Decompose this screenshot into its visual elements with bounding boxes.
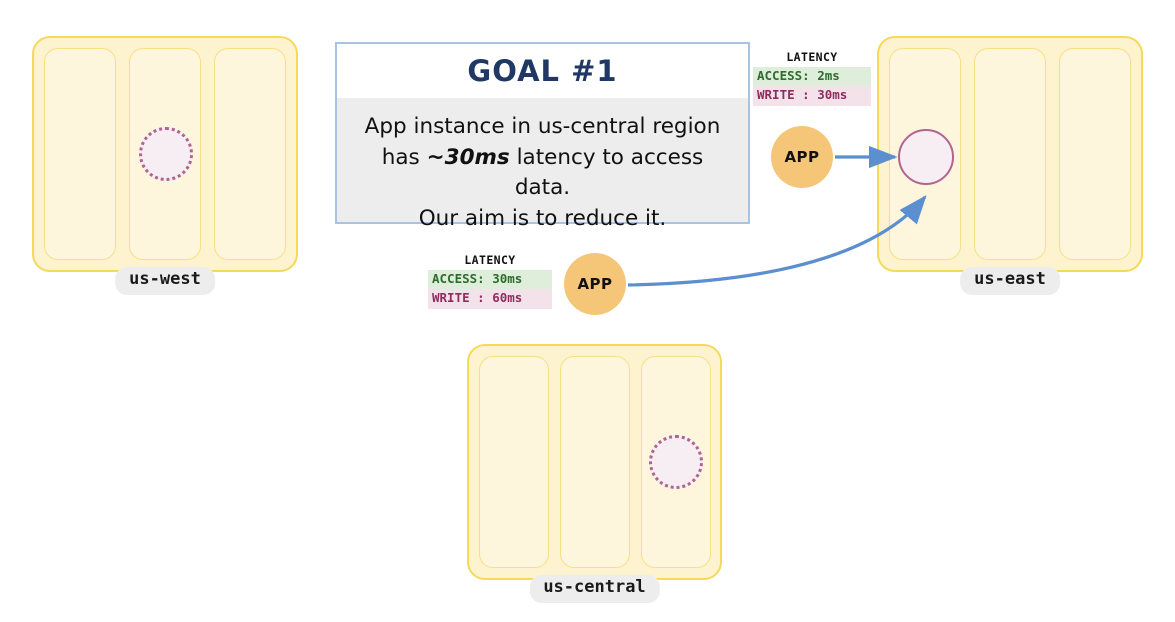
goal-latency-emphasis: ~30ms <box>426 144 510 170</box>
app-node-us-east: APP <box>771 126 833 188</box>
goal-body-text: App instance in us-central region has ~3… <box>337 98 748 234</box>
region-label-us-west: us-west <box>115 267 215 295</box>
zone-2 <box>974 48 1046 260</box>
app-node-us-central: APP <box>564 253 626 315</box>
database-primary-icon <box>898 129 954 185</box>
goal-line-2-pre: has <box>381 144 427 170</box>
zone-3 <box>1059 48 1131 260</box>
goal-callout: GOAL #1 App instance in us-central regio… <box>335 42 750 231</box>
goal-line-3: Our aim is to reduce it. <box>418 205 667 231</box>
database-replica-icon <box>139 127 193 181</box>
latency-access-row: ACCESS: 30ms <box>428 269 552 289</box>
region-us-central: us-central <box>467 344 722 603</box>
latency-card-us-central: LATENCY ACCESS: 30ms WRITE : 60ms <box>428 253 552 309</box>
goal-line-1: App instance in us-central region <box>364 114 721 139</box>
latency-write-row: WRITE : 30ms <box>753 86 871 106</box>
latency-card-us-east: LATENCY ACCESS: 2ms WRITE : 30ms <box>753 50 871 106</box>
goal-line-2-post: latency to access data. <box>509 144 704 201</box>
app-node-label: APP <box>577 275 613 293</box>
latency-write-row: WRITE : 60ms <box>428 289 552 309</box>
region-label-us-east: us-east <box>960 267 1060 295</box>
latency-card-title: LATENCY <box>464 253 516 267</box>
region-us-west: us-west <box>32 36 298 295</box>
page-title: GOAL #1 <box>467 54 618 88</box>
zone-1 <box>479 356 549 568</box>
region-us-east: us-east <box>877 36 1143 295</box>
goal-header: GOAL #1 <box>337 44 748 98</box>
zone-2 <box>560 356 630 568</box>
zone-3 <box>214 48 286 260</box>
goal-line-2: has ~30ms latency to access data. <box>353 143 732 204</box>
app-node-label: APP <box>784 148 820 166</box>
latency-access-row: ACCESS: 2ms <box>753 66 871 86</box>
region-label-us-central: us-central <box>529 575 660 603</box>
database-replica-icon <box>649 435 703 489</box>
zone-1 <box>44 48 116 260</box>
latency-card-title: LATENCY <box>786 50 838 64</box>
